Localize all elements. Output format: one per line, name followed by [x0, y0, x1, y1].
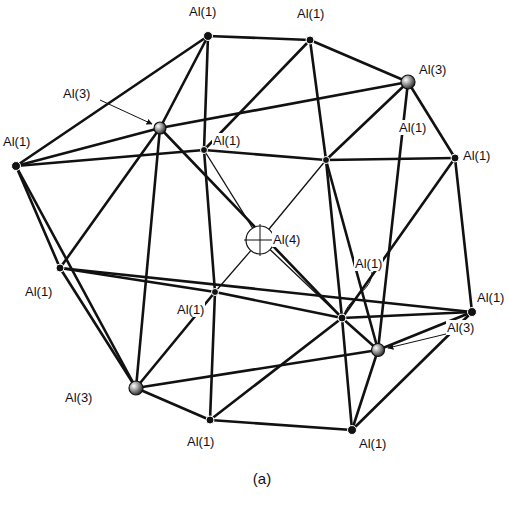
atom-label: Al(1): [186, 434, 215, 449]
atom-label: Al(1): [2, 134, 31, 149]
atom-label: Al(1): [188, 4, 217, 19]
atom-label: Al(1): [358, 436, 387, 451]
leader-lines: [100, 100, 446, 348]
al3-atoms: [129, 75, 415, 395]
atom-label: Al(1): [462, 148, 491, 163]
center-bonds: [204, 150, 342, 318]
atom-label: Al(1): [212, 133, 241, 148]
atom-label: Al(1): [476, 290, 505, 305]
bond-lines: [16, 36, 472, 430]
atom-label: Al(1): [176, 302, 205, 317]
atom-label: Al(1): [24, 284, 53, 299]
figure-caption: (a): [253, 470, 271, 487]
atom-label: Al(1): [354, 256, 383, 271]
atom-label: Al(3): [418, 62, 447, 77]
atom-label: Al(4): [272, 232, 301, 247]
atom-label: Al(1): [398, 120, 427, 135]
atom-label: Al(3): [446, 320, 475, 335]
al1-atoms: [12, 32, 477, 435]
atom-label: Al(1): [296, 6, 325, 21]
atom-label: Al(3): [62, 86, 91, 101]
atom-label: Al(3): [64, 390, 93, 405]
